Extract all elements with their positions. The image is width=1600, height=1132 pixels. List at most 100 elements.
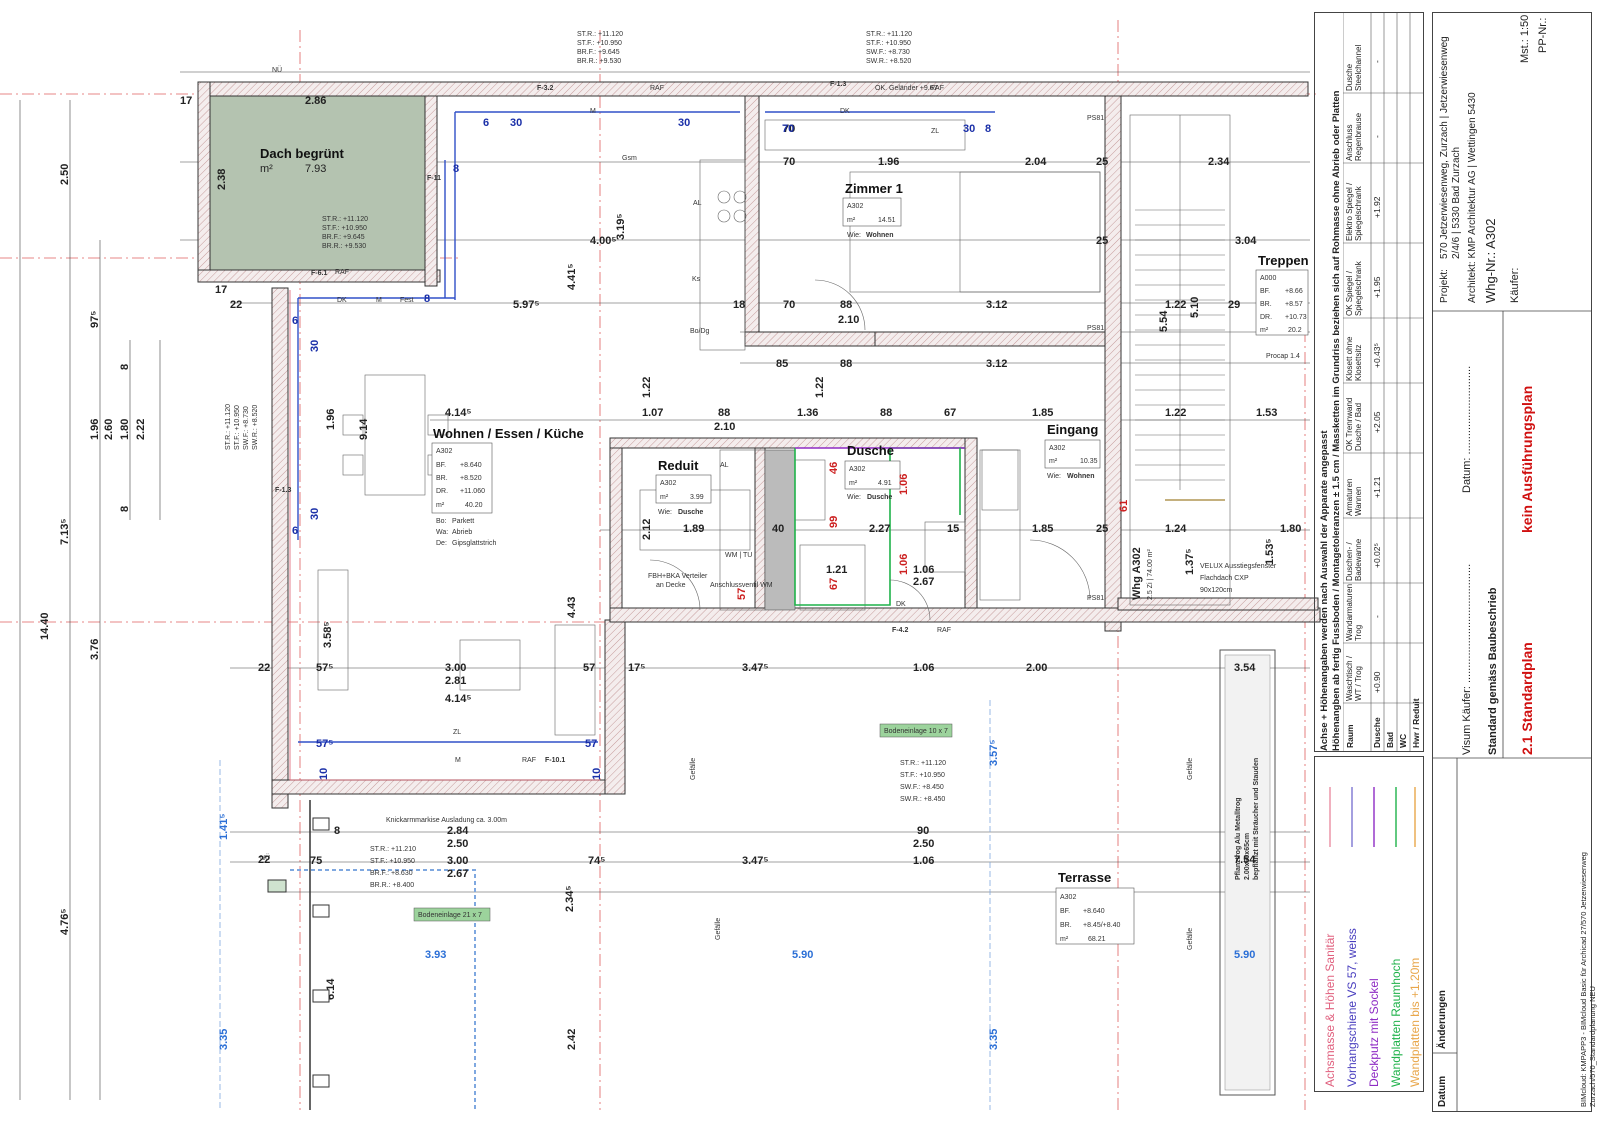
level-tag-a2: ST.R.: +11.120 ST.F.: +10.950 BR.F.: +9.… (322, 216, 368, 250)
dim-text-blue: 3.35 (988, 1029, 1000, 1050)
level-value: ST.R.: +11.120 (322, 216, 368, 223)
dim-text: 5.10 (1189, 297, 1201, 318)
floor-plan: Dach begrünt m² 7.93 Zimmer 1 A302 m² 14… (0, 20, 1321, 1110)
wa-value: Abrieb (452, 529, 472, 536)
dim-text: 70 (783, 156, 795, 168)
datum-line: Datum: ............................. (1461, 365, 1473, 493)
dim-text: 1.22 (814, 377, 826, 398)
title-block-grid (1433, 310, 1591, 1111)
dim-text: 9.14 (358, 418, 370, 440)
architekt-text: Architekt: KMP Architektur AG | Wettinge… (1467, 92, 1478, 303)
dim-text-navy: 30 (309, 340, 321, 352)
window-label: F-11 (427, 175, 441, 182)
dim-text: 3.58⁵ (322, 621, 334, 648)
room-code: A302 (849, 466, 865, 473)
room-code: A302 (1049, 445, 1065, 452)
level-tag-side: ST.R.: +11.120 ST.F.: +10.950 SW.F.: +8.… (225, 404, 259, 450)
raf-label-2: RAF (930, 85, 944, 92)
level-value: BR.R.: +9.530 (577, 58, 621, 65)
raf-label-3: RAF (335, 269, 349, 276)
window-label: F-3.2 (537, 85, 553, 92)
bf-label: BF. (1060, 908, 1070, 915)
m-label-3: M (455, 757, 461, 764)
window-label: F-4.2 (892, 627, 908, 634)
dim-text-navy: 6 (292, 525, 298, 537)
legend: Achsmasse & Höhen Sanitär Vorhangschiene… (1314, 756, 1424, 1092)
area-unit: m² (260, 163, 273, 175)
level-value: SW.R.: +8.520 (252, 405, 259, 450)
legend-item: Deckputz mit Sockel (1367, 978, 1381, 1087)
dim-text: 75 (310, 855, 322, 867)
level-value: BR.F.: +8.630 (370, 870, 413, 877)
dim-text: 2.00 (1026, 662, 1047, 674)
room-name-eingang: Eingang (1047, 422, 1098, 437)
legend-item: Vorhangschiene VS 57, weiss (1345, 928, 1359, 1087)
bf-label: BF. (436, 462, 446, 469)
col-header: Klosett ohne Klosettsitz (1345, 336, 1363, 381)
dim-text: 1.07 (642, 407, 663, 419)
cell: - (1372, 615, 1382, 618)
markise-posts (267, 800, 330, 1110)
velux-label-1: VELUX Ausstiegsfenster (1200, 563, 1277, 570)
footer-path: BIMcloud: KMPAPP3 - BIMcloud Basic für A… (1579, 852, 1597, 1107)
room-use: Wohnen (866, 232, 893, 239)
cell: +2.05 (1372, 411, 1382, 433)
use-label: Wie: (1047, 473, 1061, 480)
de-value: Gipsglattstrich (452, 540, 496, 547)
dim-text: 22 (258, 854, 270, 866)
anschluss-wm-label: Anschlussventil WM (710, 582, 773, 589)
projekt-label: Projekt: (1439, 269, 1450, 303)
dim-text-navy: 57 (585, 738, 597, 750)
level-value: ST.F.: +10.950 (900, 772, 945, 779)
col-header: OK Trennwand Dusche / Bad (1345, 397, 1363, 451)
room-treppen: Treppen A000 BF. +8.66 BR. +8.57 DR. +10… (1255, 253, 1309, 336)
door-swings (649, 279, 1091, 621)
dk-label-2: DK (337, 297, 347, 304)
dim-text: 57⁵ (316, 662, 333, 674)
room-code: A302 (1060, 894, 1076, 901)
dim-text: 90 (917, 825, 929, 837)
dim-text: 88 (718, 407, 730, 419)
dim-text: 88 (840, 299, 852, 311)
dim-text: 8 (119, 506, 131, 512)
dim-text: 88 (880, 407, 892, 419)
col-header: Anschluss Regenbrause (1345, 112, 1363, 161)
dim-text: 25 (1096, 523, 1108, 535)
room-use: Dusche (678, 509, 703, 516)
dim-text-blue: 3.35 (218, 1029, 230, 1050)
dim-text-navy: 8 (424, 293, 430, 305)
room-code: A302 (436, 448, 452, 455)
gefaelle-label: Gefälle (1187, 758, 1194, 780)
level-value: ST.F.: +10.950 (866, 40, 911, 47)
dim-text-red: 99 (828, 516, 840, 528)
use-label: Wie: (658, 509, 672, 516)
dim-text-navy: 70 (782, 123, 794, 135)
cell: +1.95 (1372, 276, 1382, 298)
cell: +0.90 (1372, 671, 1382, 693)
level-value: ST.F.: +10.950 (370, 858, 415, 865)
whg-name: Whg A302 (1131, 547, 1143, 600)
wm-tu-label: WM | TU (725, 552, 752, 559)
height-table-grid (1343, 13, 1423, 751)
room-name-reduit: Reduit (658, 458, 699, 473)
m-label: M (590, 108, 596, 115)
cell: +0.43⁵ (1372, 342, 1382, 368)
dr-label: DR. (1260, 314, 1272, 321)
annotations: VELUX Ausstiegsfenster Flachdach CXP 90x… (260, 66, 1300, 950)
legend-lines (1329, 787, 1416, 847)
level-value: ST.R.: +11.210 (370, 846, 416, 853)
dim-text: 2.50 (447, 838, 468, 850)
dim-text: 2.50 (913, 838, 934, 850)
zl-label-2: ZL (453, 729, 461, 736)
velux-label-3: 90x120cm (1200, 587, 1232, 594)
dim-text: 1.53⁵ (1264, 538, 1276, 565)
title-block: Projekt: 570 Jetzerwiesenweg, Zurzach | … (1432, 12, 1597, 1112)
height-table-subtitle: Höhenangben ab fertig Fussboden / Montag… (1331, 90, 1342, 752)
level-value: BR.R.: +8.400 (370, 882, 414, 889)
dim-text-red: 67 (828, 578, 840, 590)
dim-text: 25 (1096, 235, 1108, 247)
dim-text: 3.76 (89, 639, 101, 660)
dim-text: 1.22 (641, 377, 653, 398)
dim-text: 1.06 (913, 564, 934, 576)
col-header: Armaturen Wannen (1345, 478, 1363, 516)
